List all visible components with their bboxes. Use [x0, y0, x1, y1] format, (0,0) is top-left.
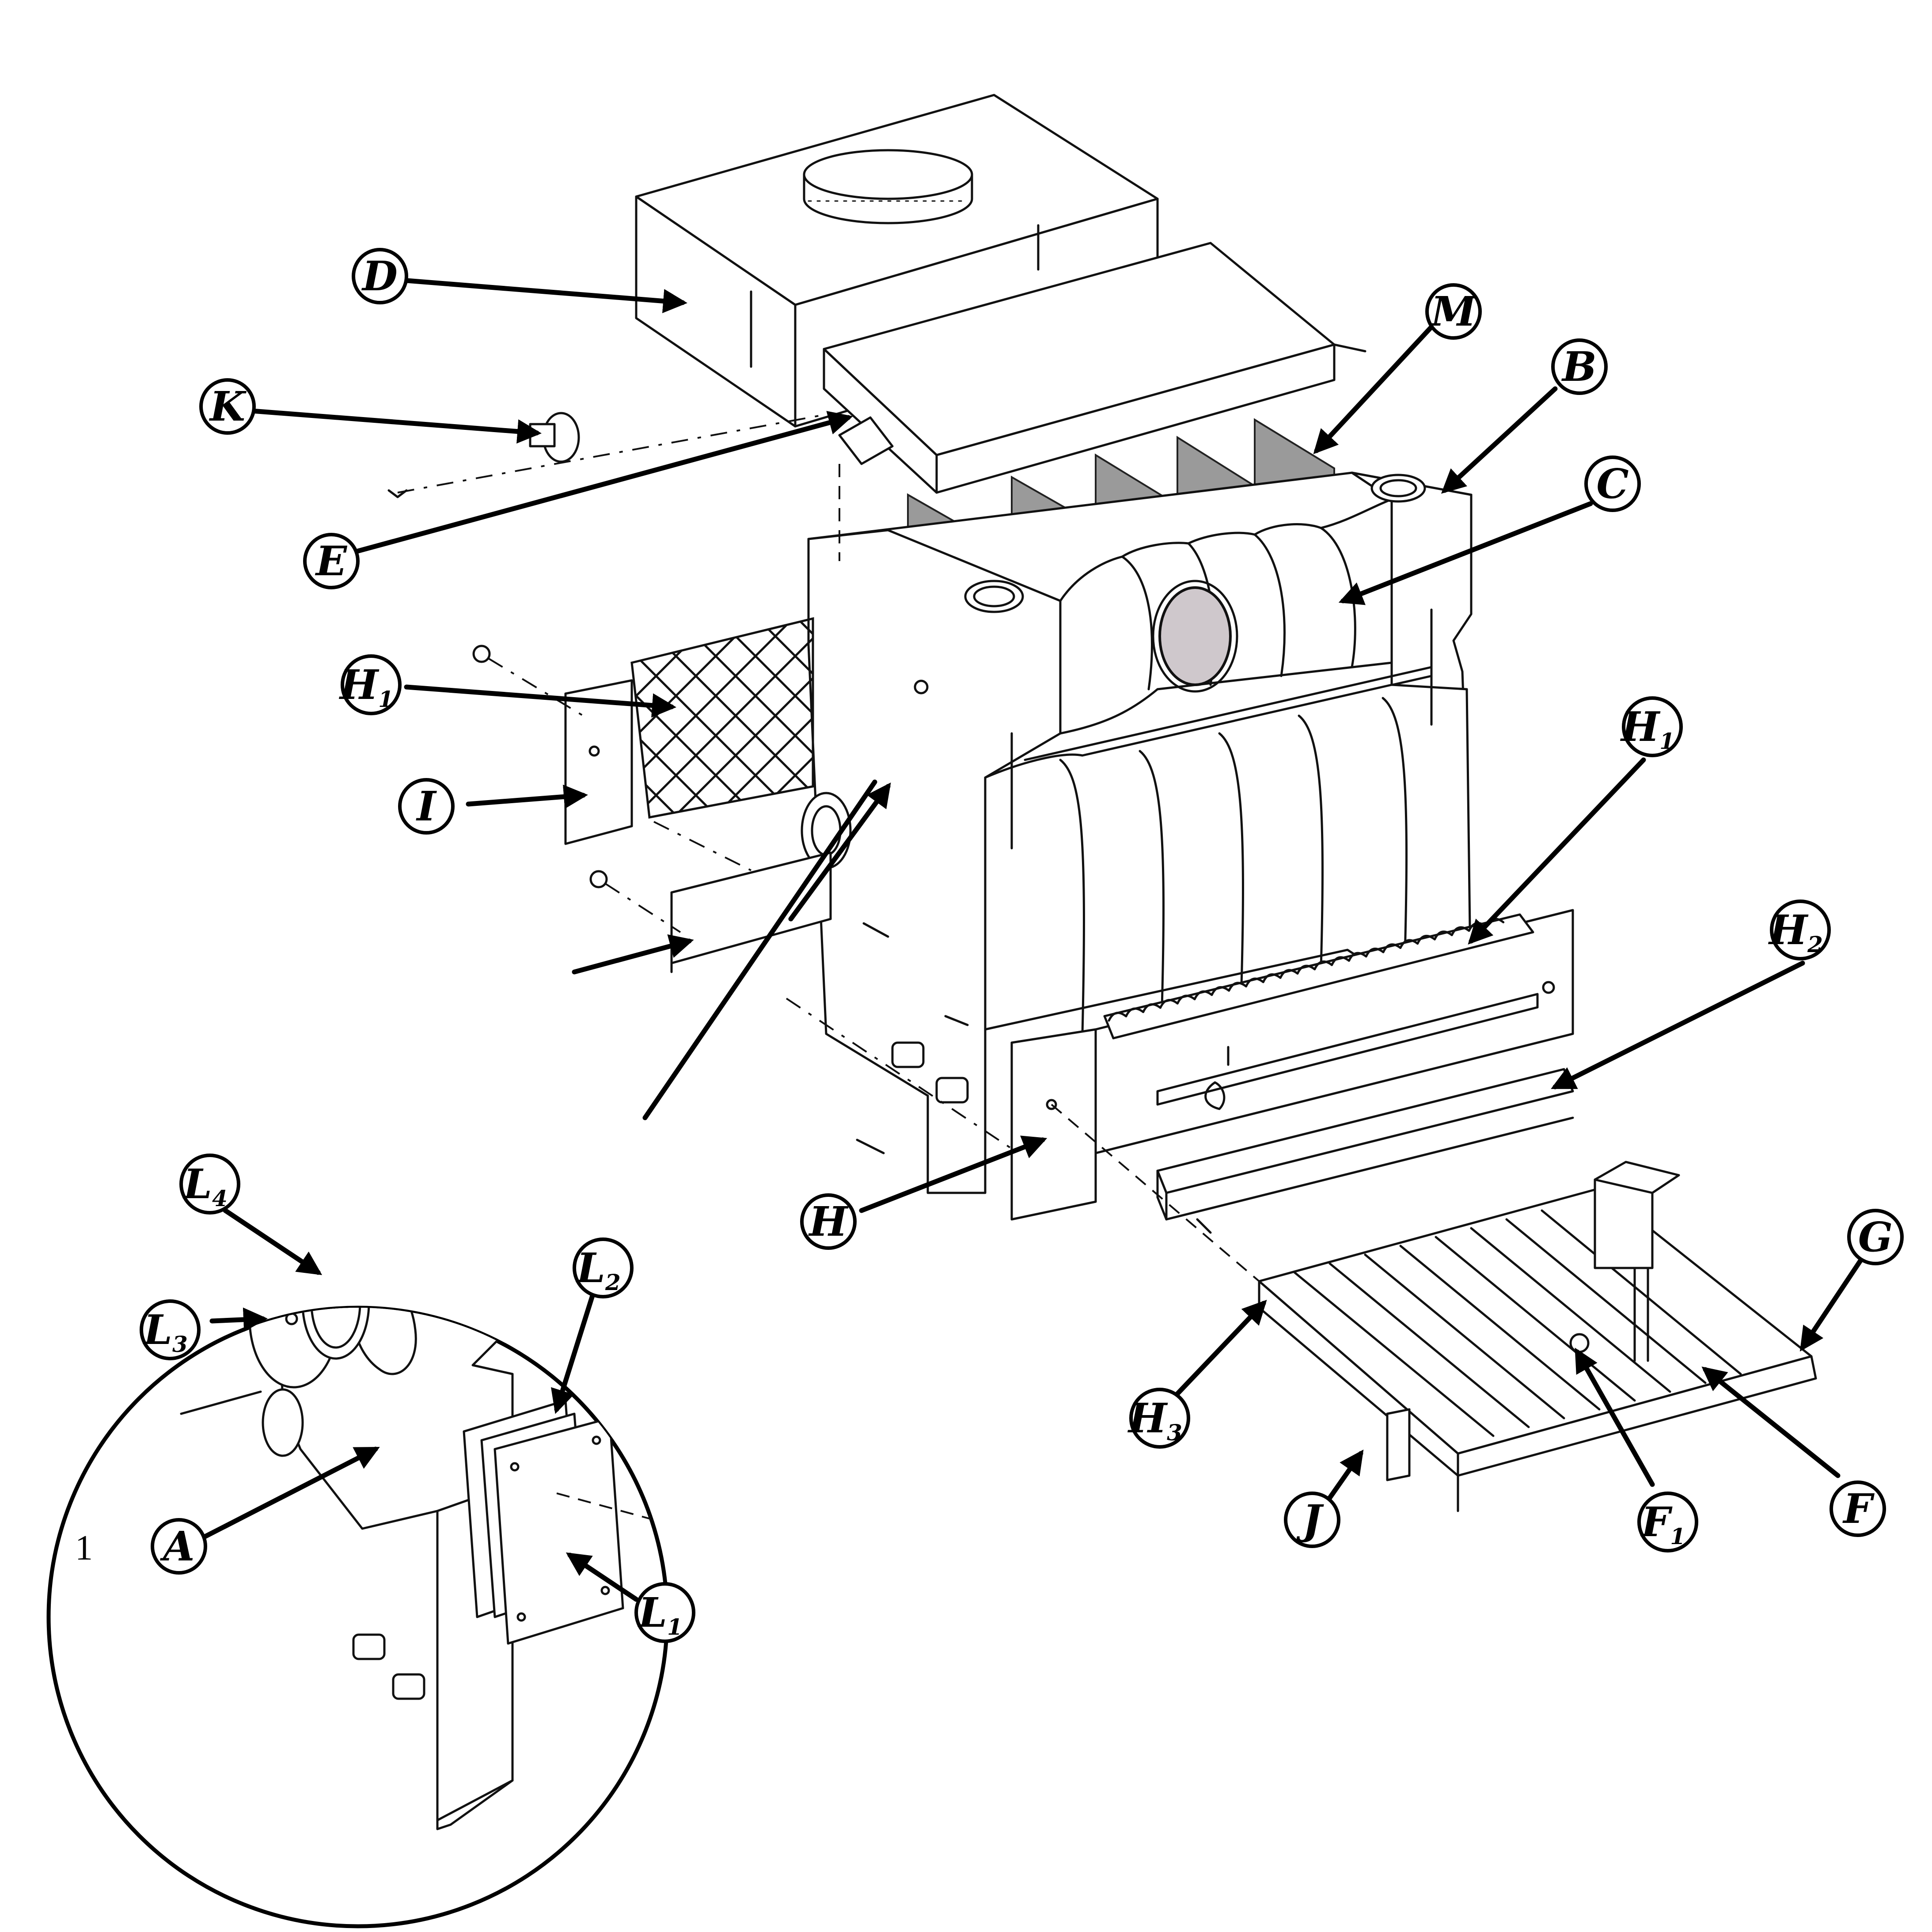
callout-e: E	[303, 533, 360, 589]
callout-h: H	[800, 1193, 857, 1250]
svg-text:F: F	[1842, 1485, 1875, 1533]
svg-text:I: I	[415, 782, 437, 830]
svg-text:B: B	[1561, 343, 1597, 391]
callout-h1-left: H1	[338, 654, 402, 715]
detail-inset: 1	[46, 1306, 669, 1928]
front-panel-part	[1010, 909, 1574, 1221]
callout-c: C	[1584, 455, 1641, 512]
svg-text:F1: F1	[1640, 1498, 1685, 1549]
svg-text:H1: H1	[1620, 703, 1675, 754]
svg-text:H2: H2	[1768, 906, 1823, 957]
callout-l4: L4	[179, 1154, 240, 1215]
assembly-lines	[397, 414, 1260, 1282]
callout-k: K	[199, 378, 256, 435]
svg-text:G: G	[1858, 1213, 1893, 1261]
figure-number: 1	[75, 1529, 93, 1568]
svg-text:A: A	[159, 1522, 194, 1570]
svg-text:H: H	[808, 1198, 849, 1245]
burner-tray-part	[1258, 1161, 1817, 1512]
boiler-block-part	[801, 471, 1473, 1234]
callout-g: G	[1847, 1209, 1904, 1265]
callout-d: D	[352, 248, 408, 304]
svg-text:L2: L2	[575, 1244, 620, 1295]
svg-text:L4: L4	[182, 1160, 227, 1211]
svg-text:M: M	[1430, 288, 1477, 335]
svg-text:C: C	[1596, 460, 1628, 508]
leader-lines	[201, 278, 1867, 1602]
callout-m: M	[1425, 283, 1482, 340]
svg-text:L3: L3	[142, 1306, 187, 1357]
callout-l2: L2	[573, 1237, 634, 1298]
svg-text:D: D	[361, 252, 398, 300]
svg-text:E: E	[315, 537, 348, 585]
callout-j: J	[1284, 1492, 1340, 1548]
callout-l3: L3	[140, 1299, 201, 1360]
callout-b: B	[1551, 338, 1608, 395]
side-panel-part	[472, 617, 832, 973]
callout-h1-right: H1	[1620, 696, 1683, 757]
callout-h3: H3	[1127, 1388, 1190, 1449]
callout-a: A	[151, 1518, 207, 1575]
draft-diverter-part	[823, 242, 1366, 494]
callout-l1: L1	[634, 1582, 695, 1643]
rail-h2-part	[1156, 1068, 1574, 1221]
callout-f1: F1	[1637, 1492, 1698, 1552]
svg-text:K: K	[209, 383, 247, 430]
callout-i: I	[398, 778, 455, 835]
callout-f: F	[1830, 1480, 1886, 1537]
svg-text:L1: L1	[637, 1589, 682, 1640]
callout-h2: H2	[1768, 900, 1831, 960]
svg-text:H3: H3	[1127, 1394, 1182, 1446]
svg-text:H1: H1	[338, 661, 394, 712]
